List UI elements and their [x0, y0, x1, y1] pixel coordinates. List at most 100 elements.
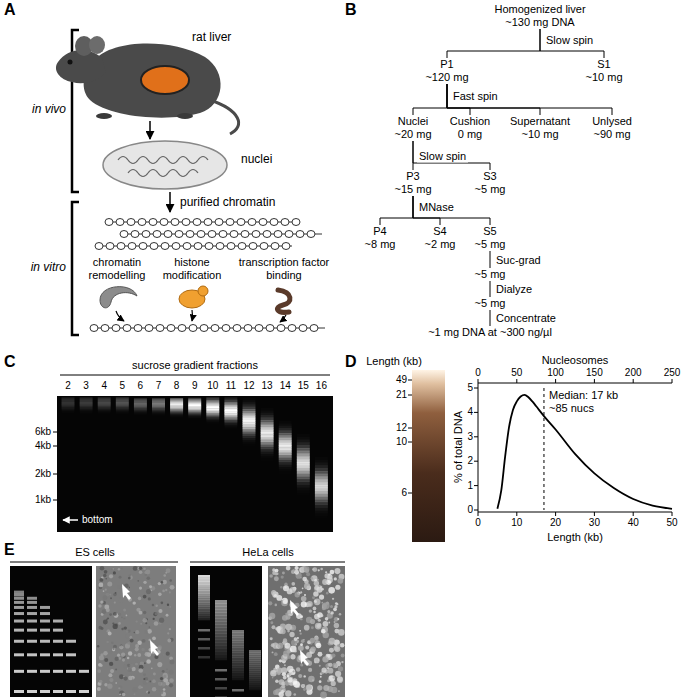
gel-image: [297, 465, 310, 468]
micrograph: [118, 598, 123, 603]
micrograph: [314, 658, 320, 664]
gel-image: [27, 597, 37, 600]
gel-image: [27, 640, 37, 643]
node-text: S1: [586, 58, 623, 71]
gel-image: [279, 457, 292, 460]
tick-label: 0: [475, 517, 481, 529]
gel-image: [79, 690, 89, 693]
gel-image: [297, 451, 310, 454]
gel-image: [243, 442, 256, 445]
micrograph: [137, 653, 141, 657]
micrograph: [302, 684, 306, 688]
gel-image: [232, 689, 244, 692]
micrograph: [143, 680, 148, 685]
node-text: Homogenized liver: [494, 3, 585, 16]
node-text: Nuclei: [395, 115, 432, 128]
gel-image: [243, 418, 256, 421]
micrograph: [330, 611, 333, 614]
fraction-number: 15: [298, 380, 309, 392]
gel-image: [243, 427, 256, 430]
micrograph: [273, 690, 278, 695]
chromatin-fiber: [200, 325, 208, 332]
chromatin-fiber: [194, 243, 202, 250]
gel-image: [215, 669, 227, 672]
gel-image: [261, 432, 274, 435]
gel-image: [198, 609, 210, 612]
gel-image: [215, 615, 227, 618]
micrograph: [128, 651, 132, 655]
size-tick: [53, 432, 57, 500]
gel-image: [315, 491, 328, 494]
modifier-symbol: [198, 286, 208, 296]
gel-image: [297, 462, 310, 465]
gel-image: [40, 640, 50, 643]
micrograph: [162, 590, 165, 593]
gel-image: [40, 653, 50, 656]
micrograph: [326, 592, 329, 595]
micrograph: [155, 605, 158, 608]
gel-image: [198, 656, 210, 659]
tick-label: 40: [628, 517, 639, 529]
micrograph: [109, 593, 111, 595]
gel-image: [198, 593, 210, 596]
fraction-number: 7: [156, 380, 162, 392]
micrograph: [152, 604, 154, 606]
micrograph: [146, 576, 150, 580]
micrograph: [113, 648, 115, 650]
binding-arrow: [116, 310, 286, 322]
gel-image: [279, 447, 292, 450]
group-bar: [190, 562, 345, 563]
micrograph: [149, 681, 151, 683]
size-marker: 6: [401, 487, 407, 499]
chromatin-fiber: [204, 219, 212, 226]
micrograph: [158, 593, 162, 597]
micrograph: [314, 581, 319, 586]
micrograph: [163, 673, 168, 678]
chromatin-fiber: [205, 243, 213, 250]
gel-image: [279, 481, 292, 484]
length-distribution-chart: [474, 461, 478, 462]
micrograph: [272, 625, 276, 629]
micrograph: [328, 573, 330, 575]
micrograph: [97, 645, 99, 647]
micrograph: [275, 569, 279, 573]
organ-label: rat liver: [192, 31, 231, 45]
micrograph: [106, 575, 108, 577]
gel-image: [215, 642, 227, 645]
fraction-number: 2: [65, 380, 71, 392]
node-text: Supernatant: [510, 115, 570, 128]
gel-image: [40, 670, 50, 673]
micrograph: [101, 627, 104, 630]
node-text: ~2 mg: [425, 238, 456, 251]
chromatin-fiber: [95, 243, 103, 250]
gel-image: [198, 618, 210, 621]
gel-image: [279, 428, 292, 431]
micrograph: [130, 639, 134, 643]
micrograph: [310, 647, 316, 653]
gel-image: [66, 690, 76, 693]
gel-image: [249, 688, 261, 690]
micrograph: [319, 680, 322, 683]
chromatin-fiber: [266, 325, 274, 332]
micrograph: [284, 664, 286, 666]
micrograph: [316, 643, 322, 649]
node-text: ~130 mg DNA: [494, 16, 585, 29]
micrograph: [103, 620, 108, 625]
micrograph: [335, 585, 340, 590]
micrograph: [136, 620, 138, 622]
micrograph: [292, 654, 294, 656]
tick-label: 0: [467, 504, 473, 516]
gel-image: [224, 432, 237, 434]
gel-image: [261, 425, 274, 428]
fraction-node: Supernatant~10 mg: [508, 115, 572, 141]
fraction-number: 12: [243, 380, 254, 392]
micrograph: [328, 622, 330, 624]
gel-image: [297, 470, 310, 473]
length-distribution-chart: [516, 379, 517, 383]
split-line: [413, 141, 490, 170]
chromatin-fiber: [116, 219, 124, 226]
micrograph: [121, 653, 125, 657]
micrograph: [99, 578, 103, 582]
micrograph: [107, 684, 112, 689]
